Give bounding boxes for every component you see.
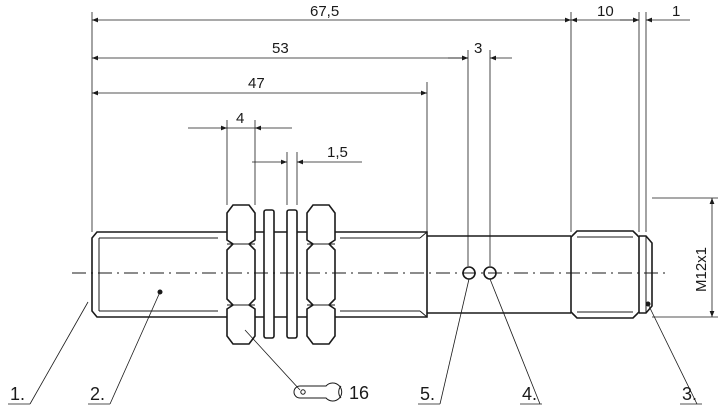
callout-1: 1. (10, 384, 25, 404)
dimension-thread: 53 (92, 40, 468, 61)
dim-thread-length: 53 (272, 40, 289, 57)
dimension-led-spacing: 3 (448, 40, 512, 61)
dimension-washer: 1,5 (252, 144, 362, 165)
dimension-connector-thread: M12x1 (693, 198, 715, 317)
dim-connector-length: 10 (597, 3, 614, 20)
dim-overall-length: 67,5 (310, 3, 339, 20)
dimension-nut: 4 (188, 110, 292, 131)
dimension-connector: 10 (571, 3, 639, 23)
callout-3: 3. (682, 384, 697, 404)
wrench-icon (293, 382, 343, 402)
dimension-step: 1 (620, 3, 690, 23)
leader-lines (8, 278, 702, 405)
dim-connector-thread: M12x1 (693, 247, 710, 292)
dim-washer-thickness: 1,5 (327, 144, 348, 161)
dim-connector-step: 1 (672, 3, 680, 20)
dim-nut-thickness: 4 (236, 110, 244, 127)
washer-2 (286, 209, 298, 339)
connector-m12 (570, 230, 653, 319)
sensor-led-housing (427, 235, 571, 314)
nut-right (306, 204, 336, 345)
callout-2: 2. (90, 384, 105, 404)
nut-left (226, 204, 256, 345)
dim-body-length: 47 (248, 75, 265, 92)
washer-1 (263, 209, 275, 339)
callout-5: 5. (420, 384, 435, 404)
dimension-body: 47 (92, 75, 427, 96)
dimension-overall: 67,5 (92, 3, 571, 23)
sensor-threaded-body (91, 231, 428, 318)
wrench-size: 16 (349, 383, 369, 403)
callout-4: 4. (522, 384, 537, 404)
dim-led-spacing: 3 (474, 40, 482, 57)
